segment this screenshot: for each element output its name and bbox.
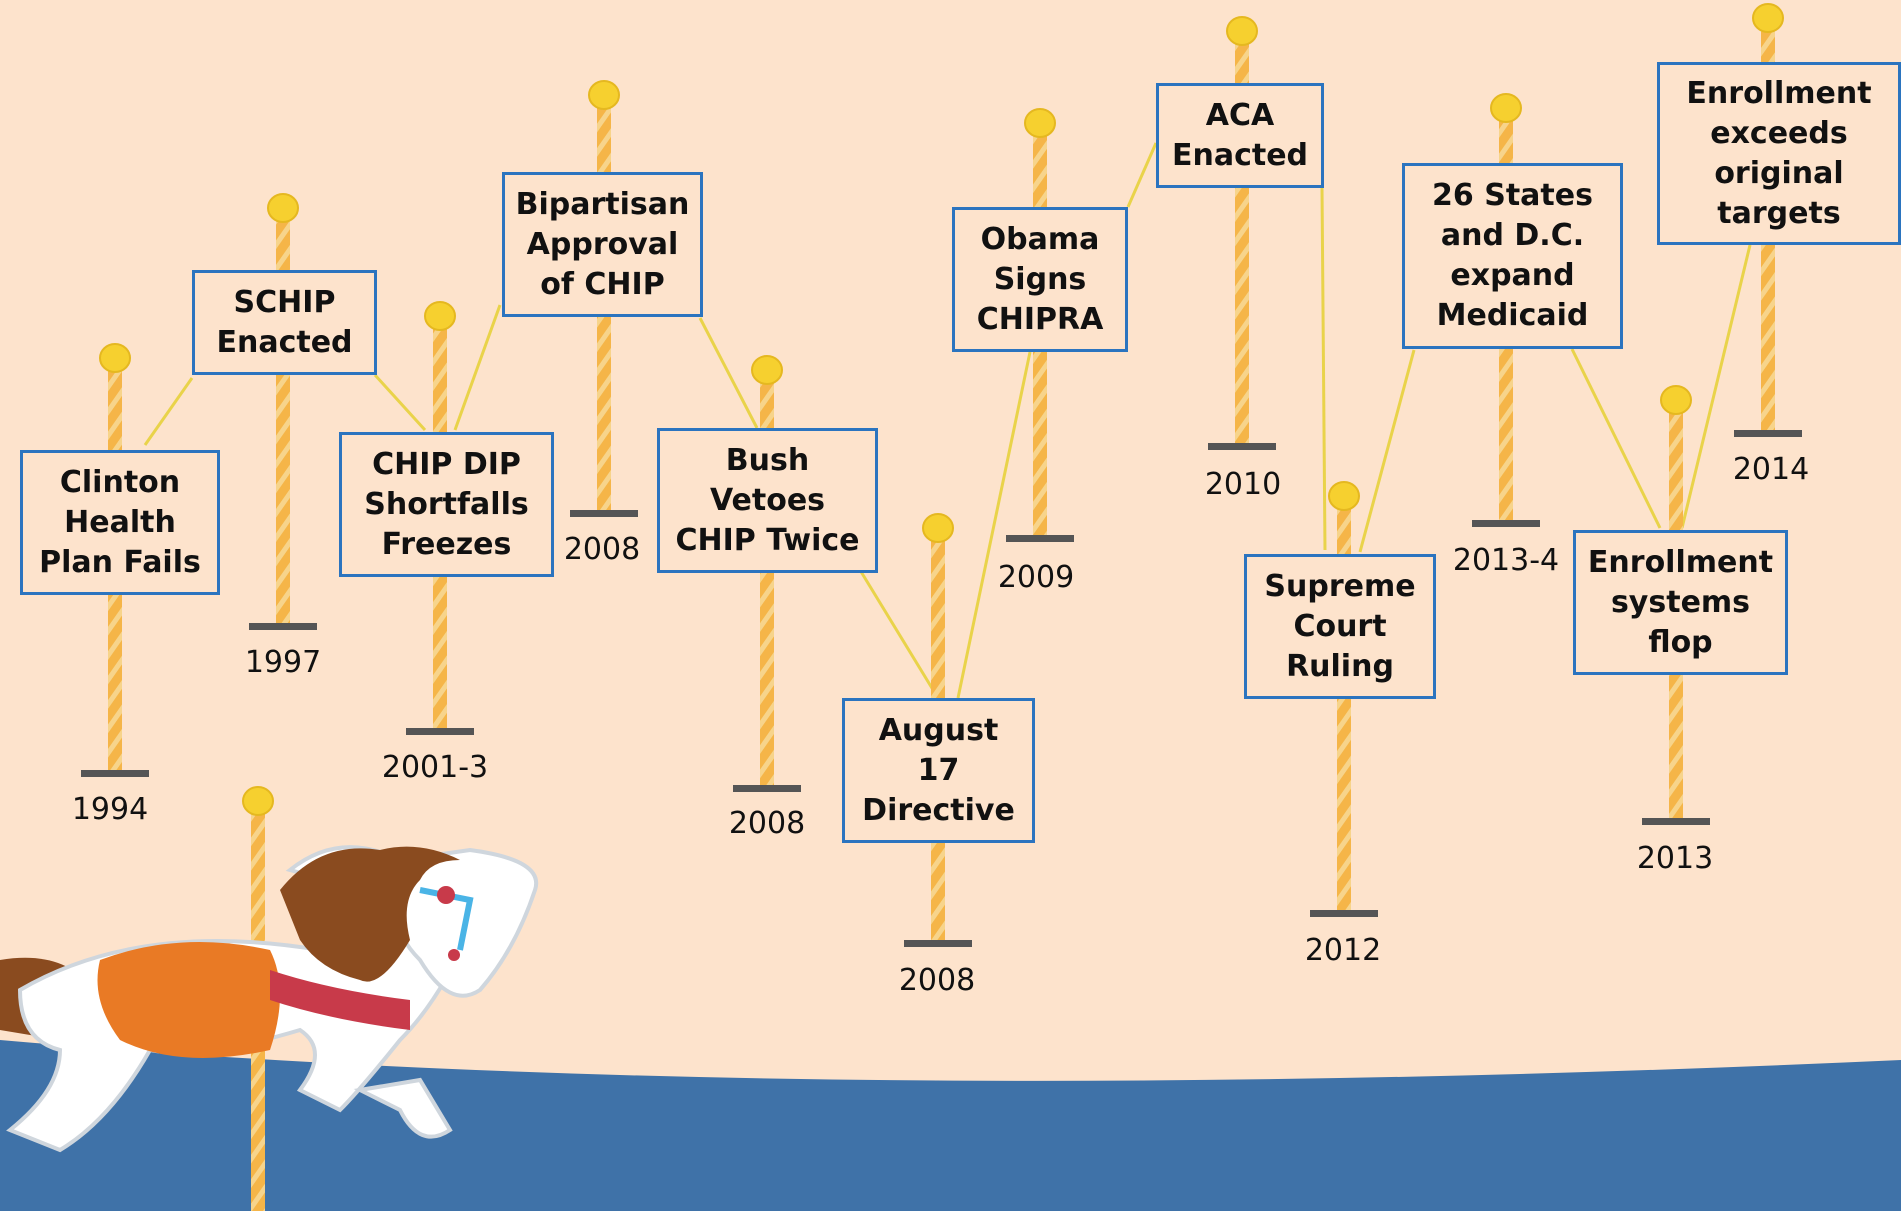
event-box-clinton: Clinton Health Plan Fails (20, 450, 220, 595)
year-label-exceeds: 2014 (1732, 452, 1810, 487)
connector-line (1320, 187, 1327, 551)
carousel-pole-icon (249, 193, 317, 630)
event-box-schip: SCHIP Enacted (192, 270, 377, 375)
year-label-scotus: 2012 (1304, 933, 1382, 968)
year-label-obama: 2009 (997, 560, 1075, 595)
year-label-states: 2013-4 (1452, 543, 1560, 578)
year-label-flop: 2013 (1636, 841, 1714, 876)
connector-line (956, 351, 1032, 699)
year-label-bipartisan: 2008 (563, 532, 641, 567)
carousel-pole-icon (733, 355, 801, 792)
connector-line (858, 569, 940, 699)
year-label-schip: 1997 (244, 645, 322, 680)
event-box-bipartisan: Bipartisan Approval of CHIP (502, 172, 703, 317)
connector-line (453, 304, 502, 431)
event-box-bush: Bush Vetoes CHIP Twice (657, 428, 878, 573)
year-label-clinton: 1994 (71, 792, 149, 827)
year-label-aca: 2010 (1204, 467, 1282, 502)
connector-line (1358, 349, 1416, 553)
year-label-bush: 2008 (728, 806, 806, 841)
carousel-pole-icon (1208, 16, 1276, 450)
event-box-aca: ACA Enacted (1156, 83, 1324, 188)
year-label-chipdip: 2001-3 (381, 750, 489, 785)
event-box-scotus: Supreme Court Ruling (1244, 554, 1436, 699)
connector-line (373, 373, 427, 432)
event-box-exceeds: Enrollment exceeds original targets (1657, 62, 1901, 245)
event-box-flop: Enrollment systems flop (1573, 530, 1788, 675)
carousel-horse-icon (0, 845, 539, 1153)
connector-line (143, 377, 194, 446)
event-box-obama: Obama Signs CHIPRA (952, 207, 1128, 352)
event-box-states: 26 States and D.C. expand Medicaid (1402, 163, 1623, 349)
connector-line (1126, 142, 1158, 208)
year-label-aug17: 2008 (898, 963, 976, 998)
event-box-chipdip: CHIP DIP Shortfalls Freezes (339, 432, 554, 577)
connector-line (1680, 244, 1752, 529)
connector-line (1570, 348, 1662, 529)
connector-line (698, 317, 759, 429)
event-box-aug17: August 17 Directive (842, 698, 1035, 843)
carousel-floor (0, 1040, 1901, 1211)
carousel-pole-icon (1310, 481, 1378, 917)
